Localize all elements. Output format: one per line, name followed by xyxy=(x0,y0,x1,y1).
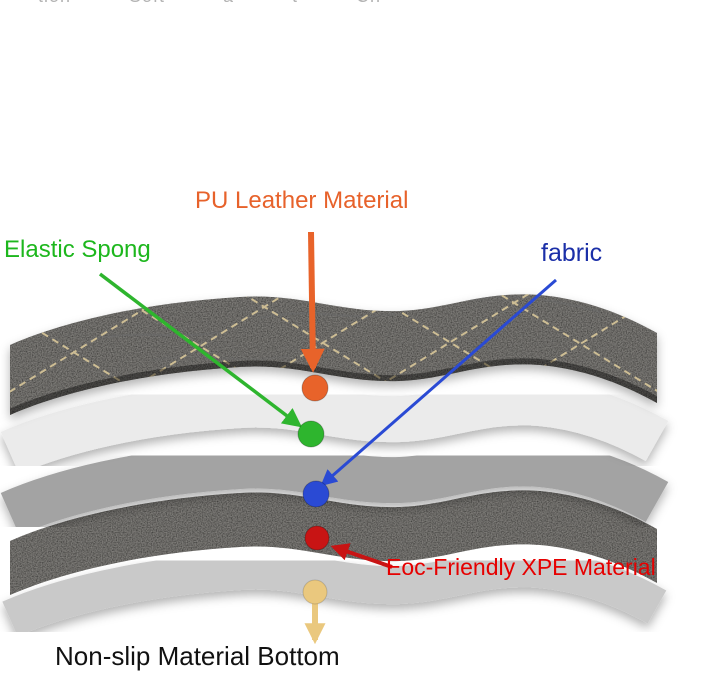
fabric-dot xyxy=(302,480,330,508)
non-slip-bottom-layer xyxy=(2,549,667,637)
xpe-foam-layer xyxy=(10,490,657,595)
label-fabric: fabric xyxy=(541,239,603,267)
elastic-sponge-dot xyxy=(297,420,325,448)
xpe-arrow xyxy=(330,543,393,569)
xpe-dot xyxy=(304,525,330,551)
label-xpe-material: Eoc-Friendly XPE Material xyxy=(386,554,656,580)
label-non-slip-bottom: Non-slip Material Bottom xyxy=(55,641,340,671)
elastic-sponge-arrow xyxy=(98,272,303,428)
cropped-top-text: tion Soft a t Ch xyxy=(38,0,381,7)
elastic-sponge-layer xyxy=(0,379,669,475)
label-pu-leather-material: PU Leather Material xyxy=(195,187,409,214)
leather-band xyxy=(10,294,657,415)
label-elastic-sponge: Elastic Spong xyxy=(4,236,151,263)
fabric-arrow xyxy=(320,278,557,487)
fabric-layer xyxy=(0,440,669,536)
pu-leather-dot xyxy=(301,374,329,402)
pu-leather-arrow xyxy=(300,231,325,373)
non-slip-dot xyxy=(302,579,328,605)
